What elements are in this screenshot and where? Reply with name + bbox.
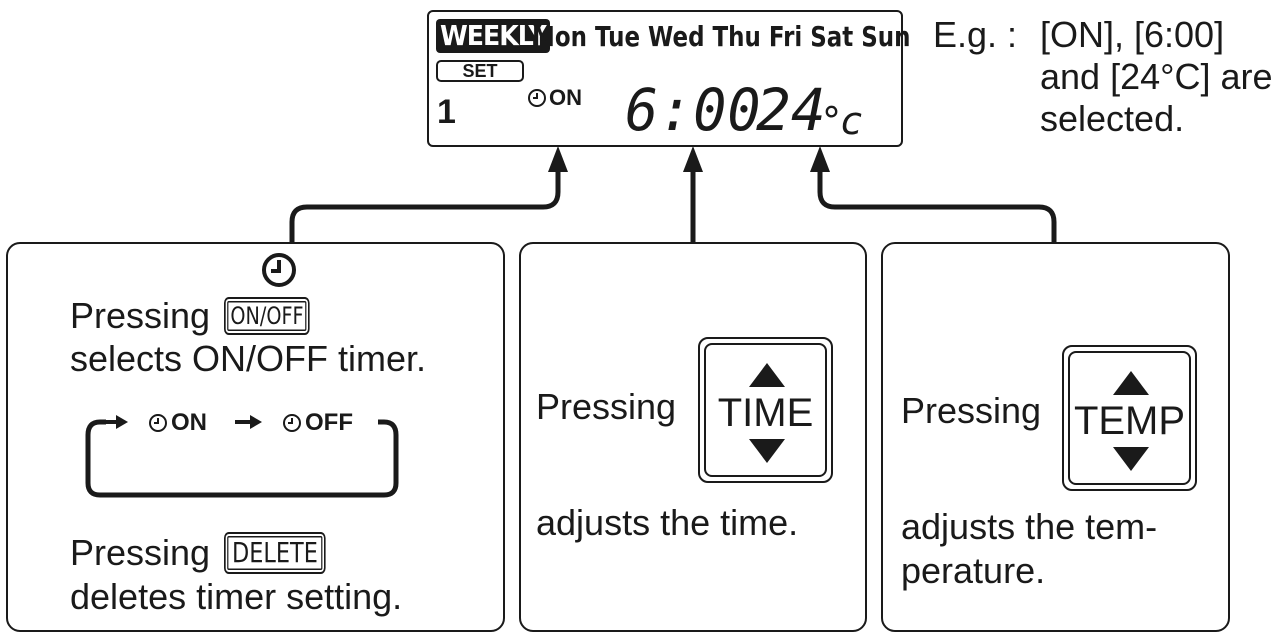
down-arrow-icon [1113,447,1149,471]
time-pressing-text: Pressing [536,386,677,427]
temp-button[interactable]: TEMP [1062,345,1197,491]
clock-icon [262,253,296,287]
up-arrow-icon [749,363,785,387]
clock-icon [528,89,546,107]
example-label: E.g. : [933,14,1018,55]
program-number: 1 [437,93,456,131]
time-description: adjusts the time. [536,502,799,543]
delete-description: deletes timer setting. [70,576,403,617]
panel-temperature [881,242,1230,632]
lcd-temperature-unit: °c [822,99,862,143]
onoff-description: selects ON/OFF timer. [70,338,427,379]
pressing-text: Pressing [70,532,211,573]
weekday-labels: Mon Tue Wed Thu Fri Sat Sun [532,20,911,53]
lcd-timer-mode: ON [527,85,582,111]
lcd-temperature: 24 [756,76,826,144]
delete-press-line: Pressing DELETE [70,532,351,574]
example-line: [ON], [6:00] [1040,14,1225,55]
arrowhead-temp [810,146,830,172]
up-arrow-icon [1113,371,1149,395]
onoff-press-line: Pressing ON/OFF [70,295,332,337]
lcd-timer-mode-label: ON [549,85,582,110]
onoff-key[interactable]: ON/OFF [224,297,311,335]
delete-key[interactable]: DELETE [224,532,326,574]
down-arrow-icon [749,439,785,463]
example-line: and [24°C] are [1040,56,1273,97]
lcd-display [427,10,903,147]
arrow-onoff-connector [289,168,561,242]
arrow-temp-connector [817,168,1057,242]
cycle-off: OFF [282,409,353,437]
clock-icon [283,414,301,432]
temp-description-line-1: adjusts the tem- [901,506,1158,547]
pressing-text: Pressing [70,295,211,336]
example-line: selected. [1040,98,1185,139]
timer-cycle-diagram [85,415,399,498]
cycle-on-label: ON [171,409,207,436]
temp-button-label: TEMP [1073,399,1186,443]
weekly-badge: WEEKLY [436,19,550,53]
panel-time [519,242,867,632]
clock-icon [149,414,167,432]
arrowhead-onoff [548,146,568,172]
temp-pressing-text: Pressing [901,390,1042,431]
time-button[interactable]: TIME [698,337,833,483]
example-text: [ON], [6:00] and [24°C] are selected. [1040,14,1280,140]
cycle-off-label: OFF [305,409,353,436]
temp-description-line-2: perature. [901,550,1046,591]
set-badge: SET [436,60,524,82]
time-button-label: TIME [717,391,814,435]
arrowhead-time [683,146,703,172]
panel-onoff-timer [6,242,505,632]
cycle-on: ON [148,409,207,437]
lcd-time: 6:00 [625,76,762,144]
